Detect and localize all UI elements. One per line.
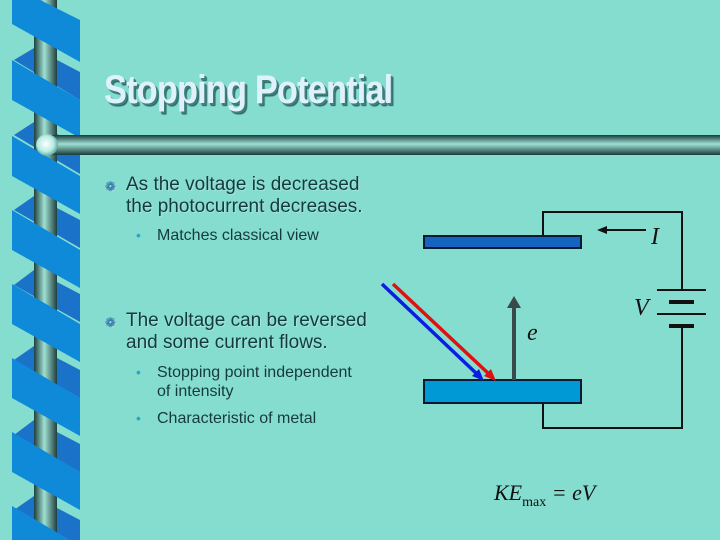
electron-label: e [527, 320, 538, 346]
bullet-1-line-2: the photocurrent decreases. [126, 196, 363, 217]
dot-bullet-icon: • [136, 364, 141, 380]
sub-bullet-1-1: • Matches classical view [136, 226, 319, 245]
equation-subscript: max [522, 495, 547, 510]
sub-bullet-text: Matches classical view [157, 227, 319, 244]
wire-top [542, 211, 683, 290]
current-direction-arrow [597, 226, 646, 234]
pipe-knob [36, 134, 58, 156]
sub-bullet-text: Characteristic of metal [157, 410, 317, 427]
gear-icon: ❁ [105, 315, 116, 330]
wire-bottom [542, 328, 683, 429]
bullet-1-line-1: As the voltage is decreased [126, 174, 360, 195]
voltage-label: V [634, 295, 649, 321]
incident-light-rays [380, 282, 496, 381]
current-label: I [651, 224, 659, 250]
sub-bullet-2-2: • Characteristic of metal [136, 409, 317, 428]
sub-bullet-2-1: • Stopping point independent of intensit… [136, 363, 352, 401]
battery-icon [657, 289, 706, 328]
gear-icon: ❁ [105, 179, 116, 194]
anode-plate [423, 235, 582, 249]
sub-bullet-text: of intensity [157, 383, 234, 400]
dot-bullet-icon: • [136, 410, 141, 426]
stopping-potential-equation: KEmax = eV [494, 480, 595, 511]
sub-bullet-text: Stopping point independent [157, 364, 352, 381]
electron-emission-arrow [507, 296, 521, 380]
cathode-plate [423, 379, 582, 404]
equation-rhs: = eV [551, 480, 596, 505]
bullet-2-line-1: The voltage can be reversed [126, 310, 367, 331]
bullet-2: ❁ The voltage can be reversed and some c… [105, 310, 367, 354]
slide-title: Stopping Potential [104, 68, 393, 112]
horizontal-pipe [48, 135, 720, 155]
bullet-2-line-2: and some current flows. [126, 332, 328, 353]
dot-bullet-icon: • [136, 227, 141, 243]
bullet-1: ❁ As the voltage is decreased the photoc… [105, 174, 363, 218]
equation-lhs: KE [494, 480, 523, 505]
